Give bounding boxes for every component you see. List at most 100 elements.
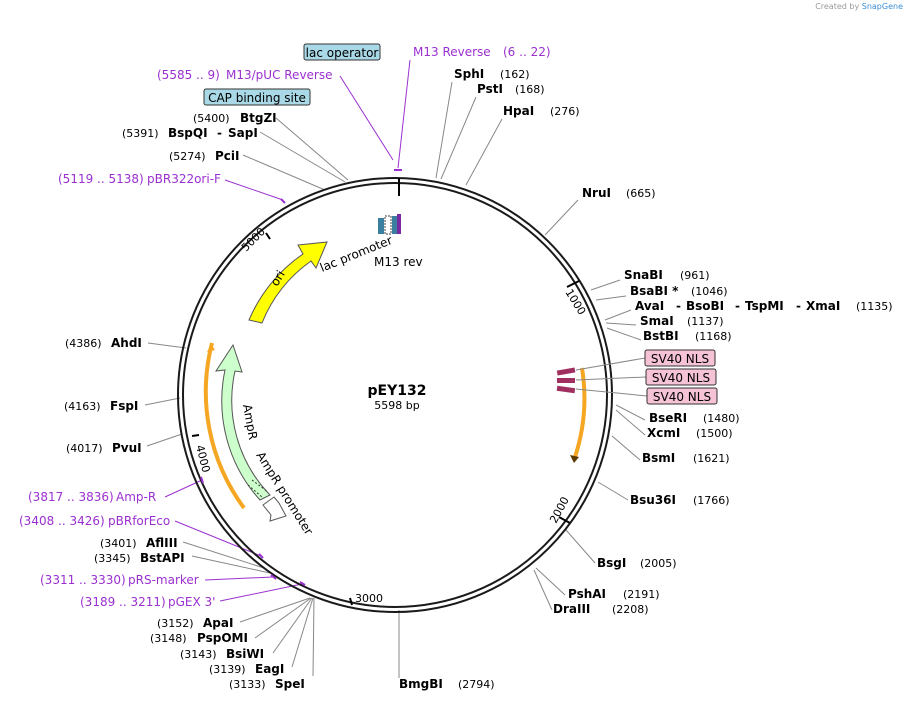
nrui-label: NruI xyxy=(582,186,611,200)
bstbi-pos: (1168) xyxy=(695,330,732,343)
apai-label: ApaI xyxy=(203,616,233,630)
nls-leader-lines xyxy=(575,357,648,397)
fspi-label: FspI xyxy=(110,399,138,413)
lac-operator-block xyxy=(392,216,397,234)
draiii-label: DraIII xyxy=(553,602,590,616)
avai-group-pos: (1135) xyxy=(856,300,893,313)
credit-brand: SnapGene xyxy=(861,2,903,11)
tick-3000 xyxy=(349,597,353,606)
smai-label: SmaI xyxy=(640,314,674,328)
backbone-inner xyxy=(182,182,608,608)
m13-puc-reverse-range: (5585 .. 9) xyxy=(157,68,220,82)
nls-marker-2 xyxy=(557,378,575,383)
xcmi-pos: (1500) xyxy=(696,427,733,440)
aflii-pos: (3401) xyxy=(100,537,137,550)
credit-prefix: Created by xyxy=(815,2,860,11)
bsgi-pos: (2005) xyxy=(640,557,677,570)
leader-lines xyxy=(144,81,646,678)
orange-arc-left-head xyxy=(207,344,215,352)
tick-4000 xyxy=(191,434,200,437)
tick-marks xyxy=(191,178,580,606)
plasmid-name: pEY132 xyxy=(368,383,427,399)
apai-pos: (3152) xyxy=(157,617,194,630)
bspqi-sep: - xyxy=(217,126,222,140)
sv40-nls-label-3: SV40 NLS xyxy=(653,390,711,404)
tspmi-label: TspMI xyxy=(745,299,784,313)
cap-binding-label: CAP binding site xyxy=(208,91,306,105)
snabi-label: SnaBI xyxy=(624,268,663,282)
bsmi-pos: (1621) xyxy=(693,452,730,465)
m13-rev-block xyxy=(397,214,401,234)
btgzi-pos: (5400) xyxy=(193,112,230,125)
m13-puc-reverse-label: M13/pUC Reverse xyxy=(226,68,333,82)
psti-label: PstI xyxy=(477,82,503,96)
bspqi-label: BspQI xyxy=(168,126,208,140)
bsiwi-label: BsiWI xyxy=(226,647,264,661)
tick-5000 xyxy=(265,232,271,240)
nls-marker-1 xyxy=(556,367,576,376)
primer-marks xyxy=(200,169,402,586)
xmai-label: XmaI xyxy=(806,299,840,313)
btgzi-label: BtgZI xyxy=(240,111,277,125)
draiii-pos: (2208) xyxy=(612,603,649,616)
pgex3-range: (3189 .. 3211) xyxy=(80,595,166,609)
pgex3-label: pGEX 3' xyxy=(168,595,215,609)
avai-sep-2: - xyxy=(735,299,740,313)
m13-reverse-label: M13 Reverse xyxy=(413,45,491,59)
sapi-label: SapI xyxy=(228,126,258,140)
bsabi-pos: (1046) xyxy=(691,285,728,298)
pshai-pos: (2191) xyxy=(623,588,660,601)
bsabi-label: BsaBI * xyxy=(630,284,679,298)
pcii-label: PciI xyxy=(215,149,240,163)
ahdi-pos: (4386) xyxy=(65,337,102,350)
ampr-promoter-arrow xyxy=(262,496,287,522)
avai-label: AvaI xyxy=(635,299,664,313)
hpai-pos: (276) xyxy=(550,105,580,118)
sv40-nls-box-1: SV40 NLS xyxy=(644,349,716,367)
spei-label: SpeI xyxy=(275,677,305,691)
sv40-nls-label-2: SV40 NLS xyxy=(652,371,710,385)
lac-region xyxy=(378,214,401,235)
sv40-nls-box-3: SV40 NLS xyxy=(646,387,718,405)
pvui-pos: (4017) xyxy=(66,442,103,455)
eagi-label: EagI xyxy=(255,662,284,676)
tick-1000 xyxy=(566,280,580,288)
pbrforeco-label: pBRforEco xyxy=(108,514,170,528)
bseri-pos: (1480) xyxy=(703,412,740,425)
backbone-outer xyxy=(177,177,613,613)
prs-marker-label: pRS-marker xyxy=(128,573,199,587)
bsu36i-label: Bsu36I xyxy=(630,493,676,507)
lac-operator-box: lac operator xyxy=(303,43,381,61)
orange-arc-right xyxy=(572,367,587,461)
avai-sep-3: - xyxy=(796,299,801,313)
plasmid-size: 5598 bp xyxy=(374,399,419,412)
pspomi-pos: (3148) xyxy=(150,632,187,645)
smai-pos: (1137) xyxy=(687,315,724,328)
pvui-label: PvuI xyxy=(112,441,142,455)
amp-r-range: (3817 .. 3836) xyxy=(28,490,114,504)
ampr-label: AmpR xyxy=(240,403,260,441)
pbr322ori-range: (5119 .. 5138) xyxy=(58,172,144,186)
tick-2000 xyxy=(558,516,571,524)
tick-label-2000: 2000 xyxy=(547,495,572,526)
bsu36i-pos: (1766) xyxy=(693,494,730,507)
pspomi-label: PspOMI xyxy=(197,631,248,645)
pshai-label: PshAI xyxy=(568,587,606,601)
snapgene-credit: Created by SnapGene xyxy=(815,2,903,11)
tick-label-3000: 3000 xyxy=(355,592,383,605)
bstapi-pos: (3345) xyxy=(94,552,131,565)
lac-promoter-block xyxy=(384,215,392,235)
sphi-pos: (162) xyxy=(500,68,530,81)
nls-marker-3 xyxy=(556,385,576,394)
bmgbi-pos: (2794) xyxy=(458,678,495,691)
bseri-label: BseRI xyxy=(649,411,687,425)
bsgi-label: BsgI xyxy=(597,556,626,570)
bspqi-pos: (5391) xyxy=(122,127,159,140)
pbr322ori-label: pBR322ori-F xyxy=(147,172,221,186)
m13-reverse-range: (6 .. 22) xyxy=(503,45,551,59)
bstbi-label: BstBI xyxy=(643,329,679,343)
bmgbi-label: BmgBI xyxy=(399,677,443,691)
pcii-pos: (5274) xyxy=(169,150,206,163)
sv40-nls-markers xyxy=(556,367,576,394)
